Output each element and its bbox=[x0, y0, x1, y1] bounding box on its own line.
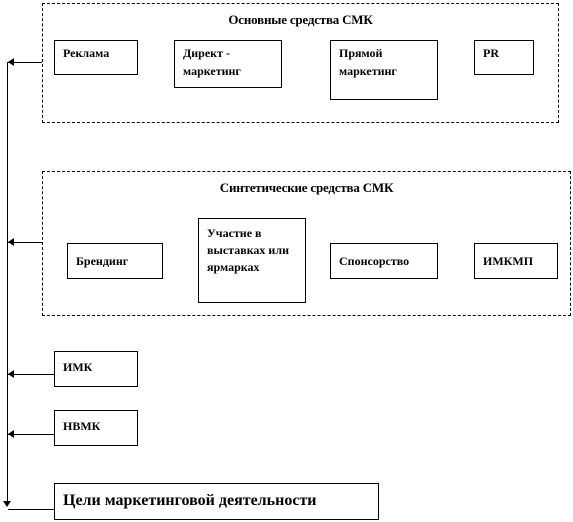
down-arrowhead bbox=[3, 501, 11, 507]
main-vertical-line bbox=[7, 62, 8, 503]
imkmp-box: ИМКМП bbox=[474, 243, 558, 279]
imk-box: ИМК bbox=[54, 351, 138, 387]
connector-synthetic bbox=[8, 242, 42, 243]
direct-marketing-box: Директ - маркетинг bbox=[174, 40, 282, 88]
core-tools-group: Основные средства СМК bbox=[42, 3, 559, 123]
branding-box: Брендинг bbox=[67, 243, 163, 279]
sponsorship-box: Спонсорство bbox=[330, 243, 438, 279]
arrowhead-synthetic bbox=[8, 238, 14, 246]
synthetic-tools-group: Синтетические средства СМК bbox=[42, 171, 571, 316]
nvmk-box: НВМК bbox=[54, 410, 138, 446]
marketing-goals-box: Цели маркетинговой деятельности bbox=[54, 483, 379, 520]
connector-goal bbox=[8, 509, 54, 510]
arrowhead-imk bbox=[8, 370, 14, 378]
straight-marketing-box: Прямой маркетинг bbox=[330, 40, 438, 100]
synthetic-group-title: Синтетические средства СМК bbox=[219, 180, 394, 195]
connector-core bbox=[8, 62, 42, 63]
exhibitions-box: Участие в выставках или ярмарках bbox=[198, 218, 306, 303]
connector-nvmk bbox=[8, 434, 54, 435]
core-group-title: Основные средства СМК bbox=[228, 12, 373, 27]
connector-imk bbox=[8, 374, 54, 375]
arrowhead-nvmk bbox=[8, 430, 14, 438]
pr-box: PR bbox=[474, 40, 534, 75]
arrowhead-core bbox=[8, 58, 14, 66]
advertising-box: Реклама bbox=[54, 40, 138, 75]
